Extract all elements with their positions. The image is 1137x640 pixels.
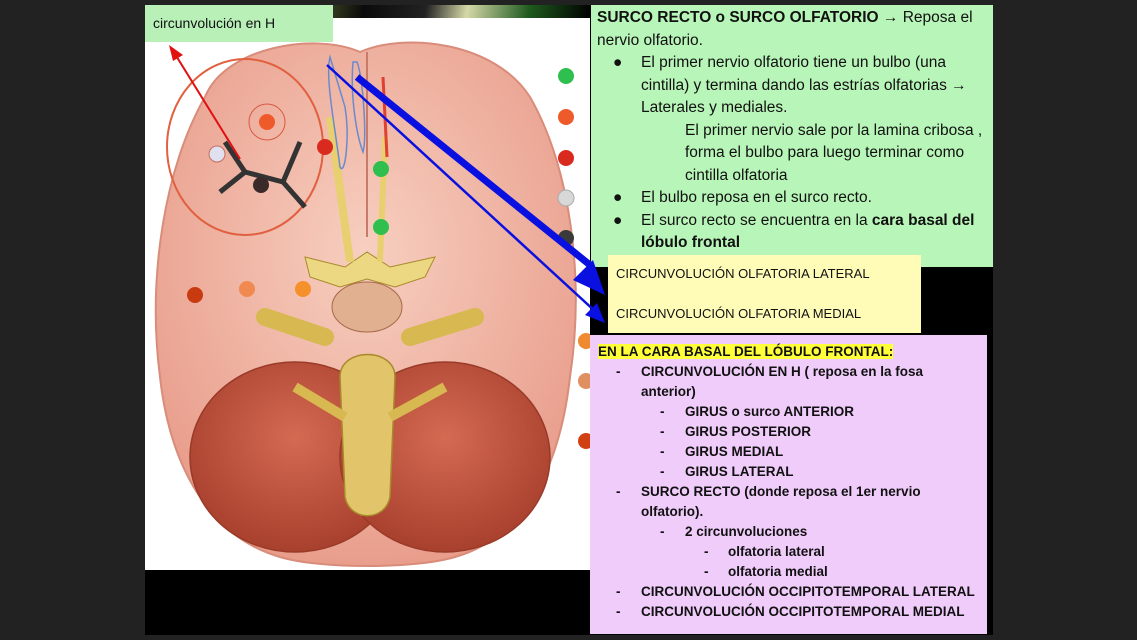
list-item: -CIRCUNVOLUCIÓN EN H ( reposa en la fosa bbox=[616, 364, 924, 379]
arrow-head-icon bbox=[585, 303, 605, 323]
list-subitem: -GIRUS o surco ANTERIOR bbox=[660, 404, 855, 419]
green-box-title: SURCO RECTO o SURCO OLFATORIO → Reposa e… bbox=[597, 9, 973, 49]
list-item: -CIRCUNVOLUCIÓN OCCIPITOTEMPORAL MEDIAL bbox=[616, 604, 965, 619]
list-subsubitem: -olfatoria medial bbox=[704, 564, 828, 579]
h-gyrus-label: circunvolución en H bbox=[145, 5, 333, 42]
frontal-lobe-basal-summary: EN LA CARA BASAL DEL LÓBULO FRONTAL: -CI… bbox=[590, 335, 987, 634]
list-subitem: -GIRUS POSTERIOR bbox=[660, 424, 812, 439]
bullet-item: ● El surco recto se encuentra en la cara… bbox=[613, 211, 975, 252]
brain-inferior-view-image bbox=[154, 41, 590, 567]
blue-pointer-arrows bbox=[326, 64, 605, 323]
presentation-slide: circunvolución en H SURCO RECTO o SURCO … bbox=[145, 5, 993, 635]
brain-base-illustration bbox=[145, 17, 590, 570]
olfactory-gyri-textbox: CIRCUNVOLUCIÓN OLFATORIA LATERAL CIRCUNV… bbox=[608, 255, 921, 333]
arrow-head-icon bbox=[573, 260, 605, 295]
list-subitem: -GIRUS LATERAL bbox=[660, 464, 794, 479]
bullet-item: ●El bulbo reposa en el surco recto. bbox=[613, 189, 872, 206]
bullet-item: ●El primer nervio olfatorio tiene un bul… bbox=[613, 54, 967, 116]
list-item: -SURCO RECTO (donde reposa el 1er nervio bbox=[616, 484, 921, 499]
bullet-subtext: El primer nervio sale por la lamina crib… bbox=[685, 121, 983, 184]
list-item-continuation: anterior) bbox=[641, 384, 696, 399]
list-item-continuation: olfatorio). bbox=[641, 504, 704, 519]
list-item: -CIRCUNVOLUCIÓN OCCIPITOTEMPORAL LATERAL bbox=[616, 584, 975, 599]
list-subsubitem: -olfatoria lateral bbox=[704, 544, 825, 559]
list-subitem: -2 circunvoluciones bbox=[660, 524, 808, 539]
summary-heading: EN LA CARA BASAL DEL LÓBULO FRONTAL: bbox=[598, 344, 894, 359]
olfactory-sulcus-textbox: SURCO RECTO o SURCO OLFATORIO → Reposa e… bbox=[591, 5, 993, 267]
lateral-olfactory-gyrus-label: CIRCUNVOLUCIÓN OLFATORIA LATERAL bbox=[616, 266, 870, 281]
medial-olfactory-gyrus-label: CIRCUNVOLUCIÓN OLFATORIA MEDIAL bbox=[616, 306, 862, 321]
list-subitem: -GIRUS MEDIAL bbox=[660, 444, 784, 459]
